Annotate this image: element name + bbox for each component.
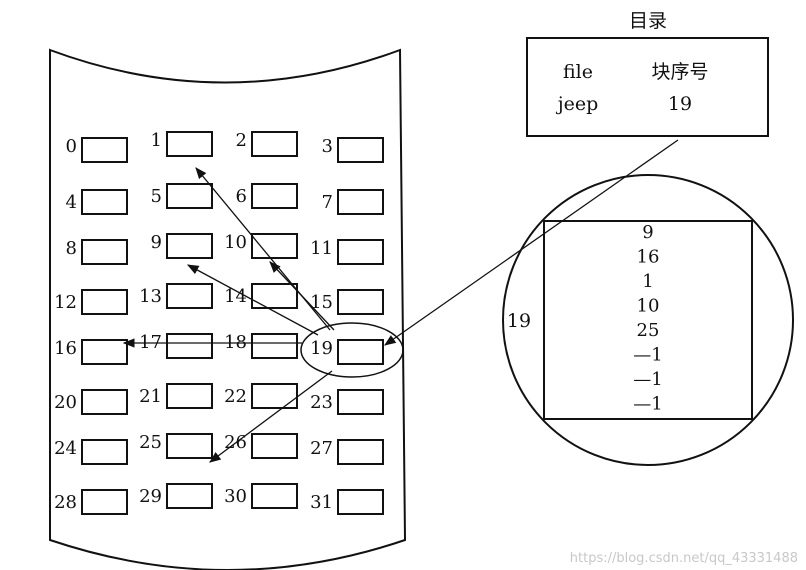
disk-block-18 — [251, 333, 298, 359]
disk-block-30 — [251, 483, 298, 509]
disk-block-2 — [251, 131, 298, 157]
directory-box — [526, 37, 769, 137]
disk-block-13 — [166, 283, 213, 309]
disk-block-number-8: 8 — [66, 238, 77, 259]
arrow-to-block-25 — [209, 370, 333, 463]
disk-block-number-27: 27 — [310, 438, 333, 459]
disk-block-number-9: 9 — [151, 232, 162, 253]
disk-block-number-31: 31 — [310, 492, 333, 513]
block-19-highlight — [300, 322, 404, 378]
disk-block-number-5: 5 — [151, 186, 162, 207]
disk-block-16 — [81, 339, 128, 365]
disk-block-number-24: 24 — [54, 438, 77, 459]
disk-block-1 — [166, 131, 213, 157]
disk-block-number-30: 30 — [224, 486, 247, 507]
disk-block-number-19: 19 — [310, 338, 333, 359]
disk-block-24 — [81, 439, 128, 465]
disk-block-5 — [166, 183, 213, 209]
directory-header-block: 块序号 — [651, 61, 708, 83]
index-entry: —1 — [633, 394, 662, 415]
disk-block-number-7: 7 — [322, 192, 333, 213]
disk-block-number-10: 10 — [224, 232, 247, 253]
disk-block-26 — [251, 433, 298, 459]
disk-block-25 — [166, 433, 213, 459]
disk-outline — [49, 48, 407, 570]
disk-block-15 — [337, 289, 384, 315]
disk-block-number-12: 12 — [54, 292, 77, 313]
index-entry: 25 — [637, 320, 660, 341]
directory-title: 目录 — [629, 10, 667, 32]
disk-block-7 — [337, 189, 384, 215]
disk-block-19 — [337, 339, 384, 365]
arrow-to-block-9 — [186, 264, 319, 336]
disk-block-22 — [251, 383, 298, 409]
index-entry: 10 — [637, 296, 660, 317]
disk-block-9 — [166, 233, 213, 259]
directory-block-number: 19 — [668, 93, 692, 115]
index-block-entries: 9 16 1 10 25 —1 —1 —1 — [633, 222, 662, 415]
index-entry: 9 — [642, 222, 653, 243]
disk-block-number-22: 22 — [224, 386, 247, 407]
disk-block-number-1: 1 — [151, 130, 162, 151]
disk-block-20 — [81, 389, 128, 415]
disk-block-number-11: 11 — [310, 238, 333, 259]
disk-block-21 — [166, 383, 213, 409]
disk-block-17 — [166, 333, 213, 359]
disk-block-14 — [251, 283, 298, 309]
disk-block-10 — [251, 233, 298, 259]
disk-block-8 — [81, 239, 128, 265]
disk-block-number-13: 13 — [139, 286, 162, 307]
disk-block-number-4: 4 — [66, 192, 77, 213]
index-block-label: 19 — [507, 310, 531, 332]
disk-block-23 — [337, 389, 384, 415]
arrow-to-block-10 — [269, 261, 335, 331]
index-entry: —1 — [633, 345, 662, 366]
disk-block-number-3: 3 — [322, 136, 333, 157]
disk-block-number-16: 16 — [54, 338, 77, 359]
disk-block-4 — [81, 189, 128, 215]
disk-block-number-15: 15 — [310, 292, 333, 313]
disk-block-28 — [81, 489, 128, 515]
disk-block-number-2: 2 — [236, 130, 247, 151]
disk-block-6 — [251, 183, 298, 209]
directory-file-name: jeep — [556, 93, 599, 115]
disk-block-3 — [337, 137, 384, 163]
disk-block-11 — [337, 239, 384, 265]
disk-block-number-29: 29 — [139, 486, 162, 507]
arrow-to-block-1 — [195, 167, 331, 331]
disk-block-27 — [337, 439, 384, 465]
index-block — [543, 220, 753, 420]
disk-block-number-20: 20 — [54, 392, 77, 413]
index-entry: 16 — [637, 247, 660, 268]
disk-block-31 — [337, 489, 384, 515]
disk-block-number-23: 23 — [310, 392, 333, 413]
disk-block-29 — [166, 483, 213, 509]
disk-block-number-0: 0 — [66, 136, 77, 157]
disk-block-number-28: 28 — [54, 492, 77, 513]
disk-block-number-14: 14 — [224, 286, 247, 307]
disk-block-12 — [81, 289, 128, 315]
directory-to-index-line — [384, 139, 679, 346]
index-entry: 1 — [642, 271, 653, 292]
disk-block-number-6: 6 — [236, 186, 247, 207]
watermark: https://blog.csdn.net/qq_43331488 — [569, 551, 798, 566]
disk-block-number-25: 25 — [139, 432, 162, 453]
index-entry: —1 — [633, 369, 662, 390]
directory-header-file: file — [563, 61, 593, 83]
disk-block-number-21: 21 — [139, 386, 162, 407]
disk-block-0 — [81, 137, 128, 163]
